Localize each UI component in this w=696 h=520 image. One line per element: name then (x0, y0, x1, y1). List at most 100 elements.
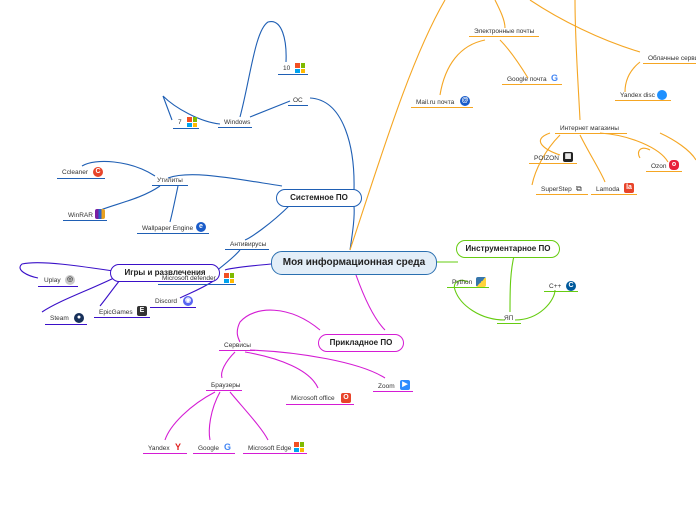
google-icon: G (551, 73, 559, 83)
node-yandex-disk[interactable]: Yandex disc (620, 92, 655, 99)
mailru-icon: @ (460, 96, 470, 106)
poizon-icon: ▦ (563, 152, 573, 162)
underline-yandex-disk (615, 100, 671, 102)
node-superstep[interactable]: SuperStep (541, 186, 572, 193)
node-cloud[interactable]: Облачные серви (648, 55, 696, 62)
underline-poizon (529, 163, 577, 165)
underline-ccleaner (57, 178, 105, 180)
underline-ozon (646, 171, 682, 173)
node-cpp[interactable]: C++ (549, 283, 562, 290)
epicgames-icon: E (137, 306, 147, 316)
underline-cpp (544, 291, 578, 293)
underline-services (219, 350, 255, 352)
underline-utilities (152, 185, 188, 187)
underline-email (469, 36, 539, 38)
node-shops[interactable]: Интернет магазины (560, 125, 619, 132)
underline-superstep (536, 194, 588, 196)
cpp-icon: C (566, 281, 576, 291)
node-os[interactable]: ОС (293, 97, 303, 104)
yandex-disk-icon (657, 90, 667, 100)
node-ozon[interactable]: Ozon (651, 163, 667, 170)
node-email[interactable]: Электронные почты (474, 28, 535, 35)
node-antivirus[interactable]: Антивирусы (230, 241, 267, 248)
underline-epicgames (94, 317, 150, 319)
underline-cloud (643, 63, 696, 65)
winrar-icon (95, 209, 105, 219)
ozon-icon: o (669, 160, 679, 170)
node-poizon[interactable]: POIZON (534, 155, 559, 162)
node-lamoda[interactable]: Lamoda (596, 186, 620, 193)
underline-zoom (373, 391, 413, 393)
games-connectors (19, 262, 272, 313)
underline-python (447, 287, 489, 289)
uplay-icon: ◎ (65, 275, 75, 285)
node-microsoft-office[interactable]: Microsoft office (291, 395, 335, 402)
node-microsoft-defender[interactable]: Microsoft defender (162, 275, 216, 282)
wallpaper-engine-icon: e (196, 222, 206, 232)
underline-office (286, 404, 354, 406)
topic-system-software[interactable]: Системное ПО (276, 189, 362, 207)
topic-applied-software[interactable]: Прикладное ПО (318, 334, 404, 352)
node-browsers[interactable]: Браузеры (211, 382, 241, 389)
ccleaner-icon: C (93, 167, 103, 177)
node-microsoft-edge[interactable]: Microsoft Edge (248, 445, 292, 452)
node-winrar[interactable]: WinRAR (68, 212, 93, 219)
node-epicgames[interactable]: EpicGames (99, 309, 133, 316)
yandex-icon: Y (175, 442, 182, 452)
discord-icon: ◉ (183, 296, 193, 306)
internet-connectors (349, 0, 696, 251)
underline-edge (243, 453, 307, 455)
windows-icon (295, 63, 305, 73)
system-connectors (81, 21, 355, 277)
node-steam[interactable]: Steam (50, 315, 69, 322)
node-win7[interactable]: 7 (178, 119, 182, 126)
underline-mailru (411, 107, 473, 109)
underline-lamoda (591, 194, 637, 196)
underline-wallpaper-engine (137, 233, 209, 235)
underline-winrar (63, 220, 107, 222)
underline-os (288, 105, 308, 107)
windows-icon (187, 117, 197, 127)
node-mailru[interactable]: Mail.ru почта (416, 99, 455, 106)
underline-google (193, 453, 235, 455)
node-win10[interactable]: 10 (283, 65, 291, 72)
node-uplay[interactable]: Uplay (44, 277, 61, 284)
windows-icon (224, 273, 234, 283)
underline-uplay (38, 286, 78, 288)
underline-yap (497, 323, 521, 325)
topic-tools-software[interactable]: Инструментарное ПО (456, 240, 560, 258)
underline-steam (45, 324, 87, 326)
node-yandex[interactable]: Yandex (148, 445, 170, 452)
node-google[interactable]: Google (198, 445, 219, 452)
underline-gmail (502, 84, 562, 86)
underline-discord (150, 307, 196, 309)
underline-windows (218, 127, 252, 129)
underline-shops (555, 133, 627, 135)
node-python[interactable]: Python (452, 279, 473, 286)
underline-yandex (143, 453, 187, 455)
node-services[interactable]: Сервисы (224, 342, 251, 349)
node-yap[interactable]: ЯП (504, 315, 514, 322)
applied-connectors (164, 274, 386, 441)
python-icon (476, 277, 486, 287)
node-discord[interactable]: Discord (155, 298, 178, 305)
node-utilities[interactable]: Утилиты (157, 177, 183, 184)
underline-win7 (173, 128, 199, 130)
lamoda-icon: la (624, 183, 634, 193)
underline-antivirus (225, 249, 269, 251)
underline-browsers (206, 390, 242, 392)
node-ccleaner[interactable]: Ccleaner (62, 169, 89, 176)
google-icon: G (224, 442, 232, 452)
steam-icon: ● (74, 313, 84, 323)
node-windows[interactable]: Windows (224, 119, 251, 126)
underline-win10 (278, 74, 308, 76)
node-wallpaper-engine[interactable]: Wallpaper Engine (142, 225, 194, 232)
node-gmail[interactable]: Google почта (507, 76, 547, 83)
superstep-icon: ⧉ (576, 184, 582, 193)
central-topic[interactable]: Моя информационная среда (271, 251, 437, 275)
node-zoom[interactable]: Zoom (378, 383, 395, 390)
zoom-icon: ▶ (400, 380, 410, 390)
underline-defender (158, 284, 236, 286)
topic-games[interactable]: Игры и развлечения (110, 264, 220, 282)
